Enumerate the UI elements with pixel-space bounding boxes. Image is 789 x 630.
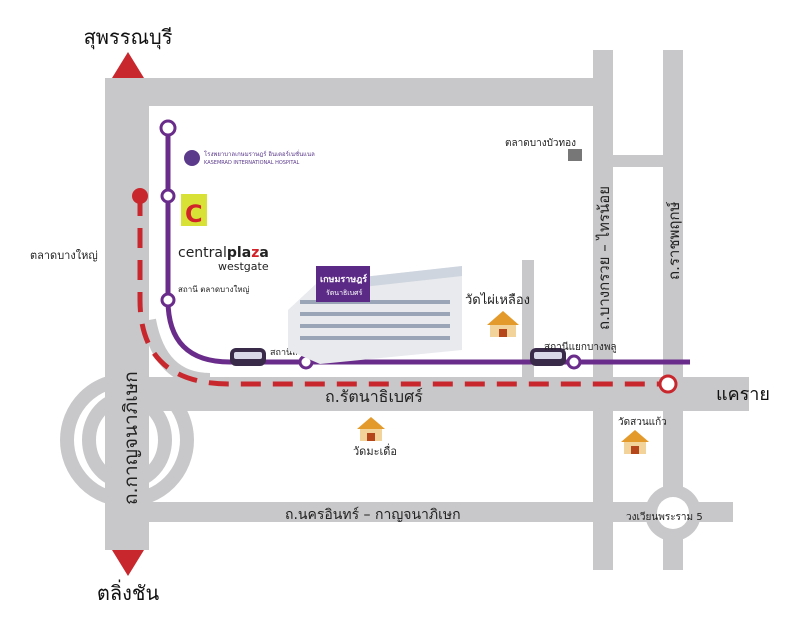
road-bottom bbox=[105, 502, 733, 522]
temple-icon bbox=[487, 311, 519, 337]
south-label: ตลิ่งชัน bbox=[97, 579, 160, 605]
road-label-main: ถ.รัตนาธิเบศร์ bbox=[325, 387, 423, 406]
station-bang-phlu[interactable] bbox=[566, 354, 582, 370]
central-plaza-logo: centralplaza westgate bbox=[178, 245, 269, 273]
station-label-bang-yai: สถานี ตลาดบางใหญ่ bbox=[178, 285, 250, 294]
hospital-name: โรงพยาบาลเกษมราษฎร์ อินเตอร์เนชั่นแนล bbox=[204, 150, 315, 158]
bigc-logo: C bbox=[181, 194, 207, 228]
central-brand-4: a bbox=[259, 245, 268, 261]
route-start-marker bbox=[132, 188, 148, 204]
place-bua-thong-market: ตลาดบางบัวทอง bbox=[505, 138, 576, 149]
red-route bbox=[137, 196, 668, 387]
hospital-emblem-icon bbox=[184, 150, 200, 166]
place-wat-mathue: วัดมะเดื่อ bbox=[353, 443, 397, 458]
road-connector bbox=[613, 155, 663, 167]
road-label-east-inner: ถ.บางกรวย – ไทรน้อย bbox=[595, 186, 613, 330]
north-label: สุพรรณบุรี bbox=[84, 25, 173, 50]
road-label-bottom: ถ.นครอินทร์ – กาญจนาภิเษก bbox=[285, 506, 461, 523]
train-icon bbox=[230, 348, 266, 366]
east-label: แคราย bbox=[716, 384, 770, 405]
rama5-roundabout-center bbox=[657, 497, 689, 529]
interchange-loop-inner bbox=[82, 391, 172, 489]
hospital-sign-sub: รัตนาธิเบศร์ bbox=[326, 289, 363, 297]
route-end-marker bbox=[658, 374, 678, 394]
road-label-west: ถ.กาญจนาภิเษก bbox=[120, 371, 142, 505]
road-spur-main bbox=[709, 377, 749, 411]
train-icon bbox=[530, 348, 566, 366]
interchange bbox=[60, 373, 194, 507]
roads bbox=[105, 50, 749, 570]
hospital-logo: โรงพยาบาลเกษมราษฎร์ อินเตอร์เนชั่นแนล KA… bbox=[184, 150, 315, 166]
place-rama5-circle: วงเวียนพระราม 5 bbox=[626, 511, 703, 523]
hospital-sign: เกษมราษฎร์ bbox=[320, 273, 367, 285]
road-label-east-outer: ถ.ราชพฤกษ์ bbox=[665, 201, 683, 280]
interchange-curve bbox=[142, 318, 211, 387]
place-bang-yai-market: ตลาดบางใหญ่ bbox=[30, 249, 98, 262]
market-marker bbox=[568, 149, 582, 161]
bigc-letter: C bbox=[185, 200, 203, 228]
road-outer-east bbox=[663, 50, 683, 570]
road-inner-east bbox=[593, 50, 613, 570]
station-bang-yai[interactable] bbox=[160, 292, 176, 308]
interchange-loop-outer bbox=[60, 373, 194, 507]
road-top bbox=[105, 78, 613, 106]
central-brand-3: z bbox=[251, 245, 259, 261]
place-wat-phai-lueang: วัดไผ่เหลือง bbox=[465, 292, 530, 308]
hospital-signboard bbox=[316, 266, 370, 302]
stations bbox=[159, 119, 582, 370]
north-arrow-icon bbox=[112, 52, 144, 78]
central-sub: westgate bbox=[218, 260, 269, 273]
place-wat-suan-kaeo: วัดสวนแก้ว bbox=[618, 416, 667, 428]
station-bang-yai-north[interactable] bbox=[160, 188, 176, 204]
central-brand-2: pla bbox=[227, 245, 251, 261]
station-label-bang-phlu: สถานีแยกบางพลู bbox=[544, 341, 617, 353]
hospital-name-en: KASEMRAD INTERNATIONAL HOSPITAL bbox=[204, 160, 300, 166]
hospital-building: เกษมราษฎร์ รัตนาธิเบศร์ bbox=[288, 266, 462, 364]
road-minor bbox=[522, 260, 534, 377]
temple-icon bbox=[357, 417, 385, 441]
temple-icon bbox=[621, 430, 649, 454]
central-brand-1: central bbox=[178, 245, 227, 261]
central-brand: centralplaza bbox=[178, 245, 269, 261]
south-arrow-icon bbox=[112, 550, 144, 576]
station-terminus[interactable] bbox=[159, 119, 177, 137]
